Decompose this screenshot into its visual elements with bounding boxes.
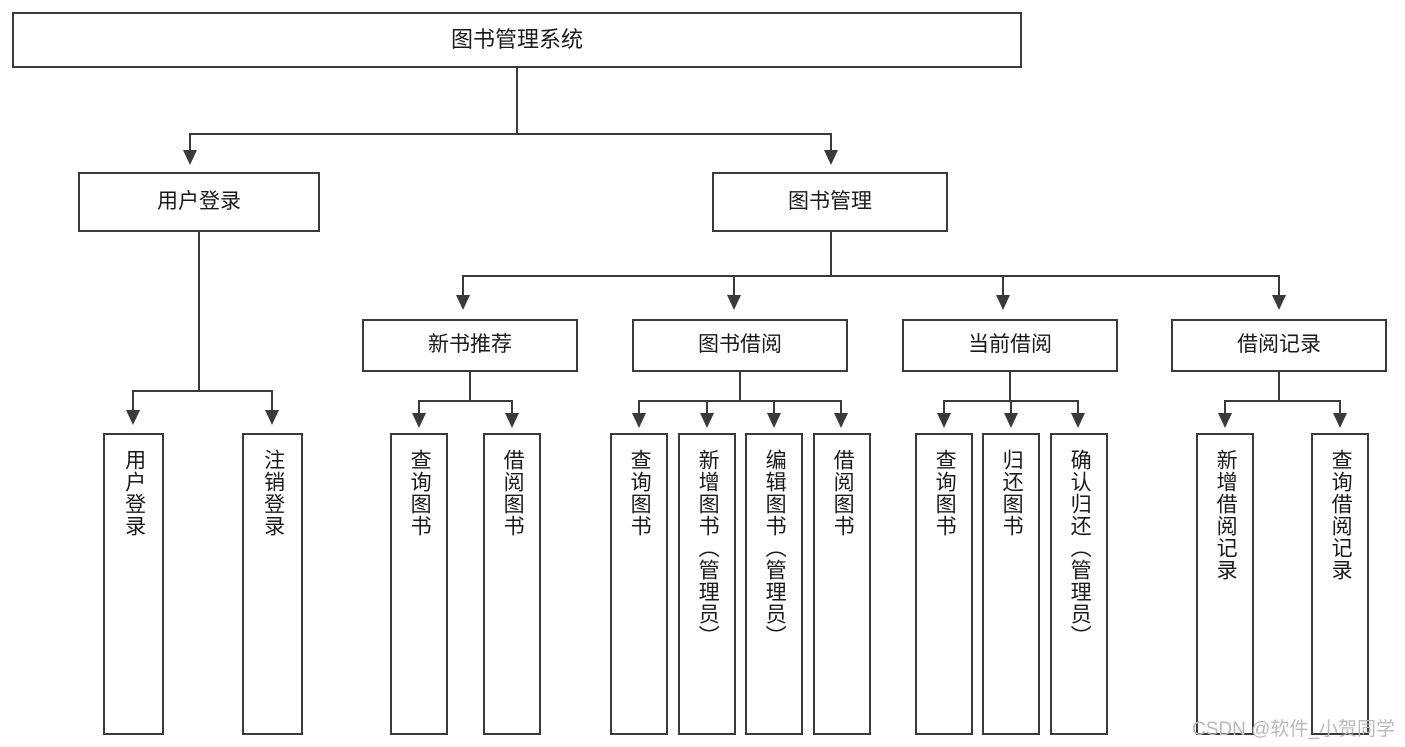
leaf-user-login-login[interactable]: 用户登录 [103, 433, 164, 735]
connector-root-to-book-management [830, 133, 832, 150]
arrowhead-nbr-leaf-2 [505, 413, 519, 428]
node-label: 新书推荐 [428, 333, 512, 357]
connector-nbr-stem [469, 372, 471, 402]
node-label: 借阅记录 [1237, 333, 1321, 357]
connector-root-bar [189, 133, 832, 135]
connector-book-management-bar [462, 275, 1280, 277]
node-label: 查询借阅记录 [1329, 449, 1353, 581]
leaf-current-borrow-return-book[interactable]: 归还图书 [982, 433, 1040, 735]
arrowhead-to-book-management [824, 150, 838, 165]
leaf-book-borrow-query-book[interactable]: 查询图书 [610, 433, 668, 735]
arrowhead-borrow-record [1272, 295, 1286, 310]
leaf-new-book-recommend-query-book[interactable]: 查询图书 [390, 433, 448, 735]
node-label: 注销登录 [261, 449, 285, 537]
connector-user-login-branch-1 [132, 390, 134, 410]
leaf-book-borrow-borrow-book[interactable]: 借阅图书 [813, 433, 871, 735]
connector-cb-branch-3 [1077, 400, 1079, 413]
connector-book-management-stem [830, 232, 832, 277]
arrowhead-to-user-login [183, 150, 197, 165]
connector-user-login-bar [132, 390, 273, 392]
arrowhead-bb-leaf-3 [767, 413, 781, 428]
connector-bm-branch-2 [733, 275, 735, 295]
node-label: 图书管理 [788, 189, 872, 213]
node-label: 图书借阅 [698, 333, 782, 357]
node-user-login[interactable]: 用户登录 [78, 172, 320, 232]
arrowhead-cb-leaf-2 [1004, 413, 1018, 428]
node-label: 新增图书（管理员） [696, 449, 720, 647]
node-label: 编辑图书（管理员） [763, 449, 787, 647]
leaf-book-borrow-edit-book-admin[interactable]: 编辑图书（管理员） [745, 433, 803, 735]
node-current-borrow[interactable]: 当前借阅 [902, 319, 1118, 372]
connector-bm-branch-3 [1002, 275, 1004, 295]
arrowhead-br-leaf-1 [1218, 413, 1232, 428]
arrowhead-cb-leaf-1 [937, 413, 951, 428]
connector-br-branch-2 [1339, 400, 1341, 413]
csdn-watermark: CSDN @软件_小贺同学 [1192, 719, 1395, 740]
connector-bb-stem [739, 372, 741, 402]
leaf-book-borrow-add-book-admin[interactable]: 新增图书（管理员） [678, 433, 736, 735]
connector-br-bar [1224, 400, 1341, 402]
connector-cb-stem [1009, 372, 1011, 402]
arrowhead-user-login-leaf-1 [126, 410, 140, 425]
connector-bb-branch-3 [773, 400, 775, 413]
leaf-user-login-logout[interactable]: 注销登录 [242, 433, 303, 735]
arrowhead-br-leaf-2 [1333, 413, 1347, 428]
leaf-current-borrow-confirm-return-admin[interactable]: 确认归还（管理员） [1050, 433, 1108, 735]
connector-bb-branch-1 [638, 400, 640, 413]
node-label: 用户登录 [157, 189, 241, 213]
arrowhead-nbr-leaf-1 [412, 413, 426, 428]
connector-root-to-user-login [189, 133, 191, 150]
connector-bb-bar [638, 400, 842, 402]
node-label: 查询图书 [408, 449, 432, 537]
connector-bb-branch-2 [706, 400, 708, 413]
leaf-current-borrow-query-book[interactable]: 查询图书 [915, 433, 973, 735]
node-new-book-recommend[interactable]: 新书推荐 [362, 319, 578, 372]
node-label: 查询图书 [933, 449, 957, 537]
connector-bm-branch-1 [462, 275, 464, 295]
connector-user-login-branch-2 [271, 390, 273, 410]
node-book-management[interactable]: 图书管理 [712, 172, 948, 232]
connector-cb-branch-1 [943, 400, 945, 413]
node-label: 新增借阅记录 [1214, 449, 1238, 581]
node-label: 借阅图书 [501, 449, 525, 537]
arrowhead-bb-leaf-4 [834, 413, 848, 428]
connector-nbr-branch-2 [511, 400, 513, 413]
arrowhead-new-book-recommend [456, 295, 470, 310]
node-label: 当前借阅 [968, 333, 1052, 357]
connector-bm-branch-4 [1278, 275, 1280, 295]
connector-nbr-bar [418, 400, 513, 402]
node-label: 用户登录 [122, 449, 146, 537]
arrowhead-current-borrow [996, 295, 1010, 310]
leaf-borrow-record-add-record[interactable]: 新增借阅记录 [1196, 433, 1254, 735]
connector-br-stem [1278, 372, 1280, 402]
node-label: 确认归还（管理员） [1068, 449, 1092, 647]
node-label: 查询图书 [628, 449, 652, 537]
connector-nbr-branch-1 [418, 400, 420, 413]
node-label: 借阅图书 [831, 449, 855, 537]
node-book-borrow[interactable]: 图书借阅 [632, 319, 848, 372]
leaf-borrow-record-query-record[interactable]: 查询借阅记录 [1311, 433, 1369, 735]
node-borrow-record[interactable]: 借阅记录 [1171, 319, 1387, 372]
connector-br-branch-1 [1224, 400, 1226, 413]
node-label: 归还图书 [1000, 449, 1024, 537]
node-label: 图书管理系统 [450, 27, 583, 53]
connector-cb-branch-2 [1010, 400, 1012, 413]
connector-root-stem [516, 68, 518, 134]
connector-bb-branch-4 [840, 400, 842, 413]
connector-user-login-stem [198, 232, 200, 392]
node-root-book-management-system[interactable]: 图书管理系统 [12, 12, 1022, 68]
arrowhead-cb-leaf-3 [1071, 413, 1085, 428]
arrowhead-bb-leaf-1 [632, 413, 646, 428]
arrowhead-book-borrow [727, 295, 741, 310]
arrowhead-bb-leaf-2 [700, 413, 714, 428]
leaf-new-book-recommend-borrow-book[interactable]: 借阅图书 [483, 433, 541, 735]
arrowhead-user-login-leaf-2 [265, 410, 279, 425]
